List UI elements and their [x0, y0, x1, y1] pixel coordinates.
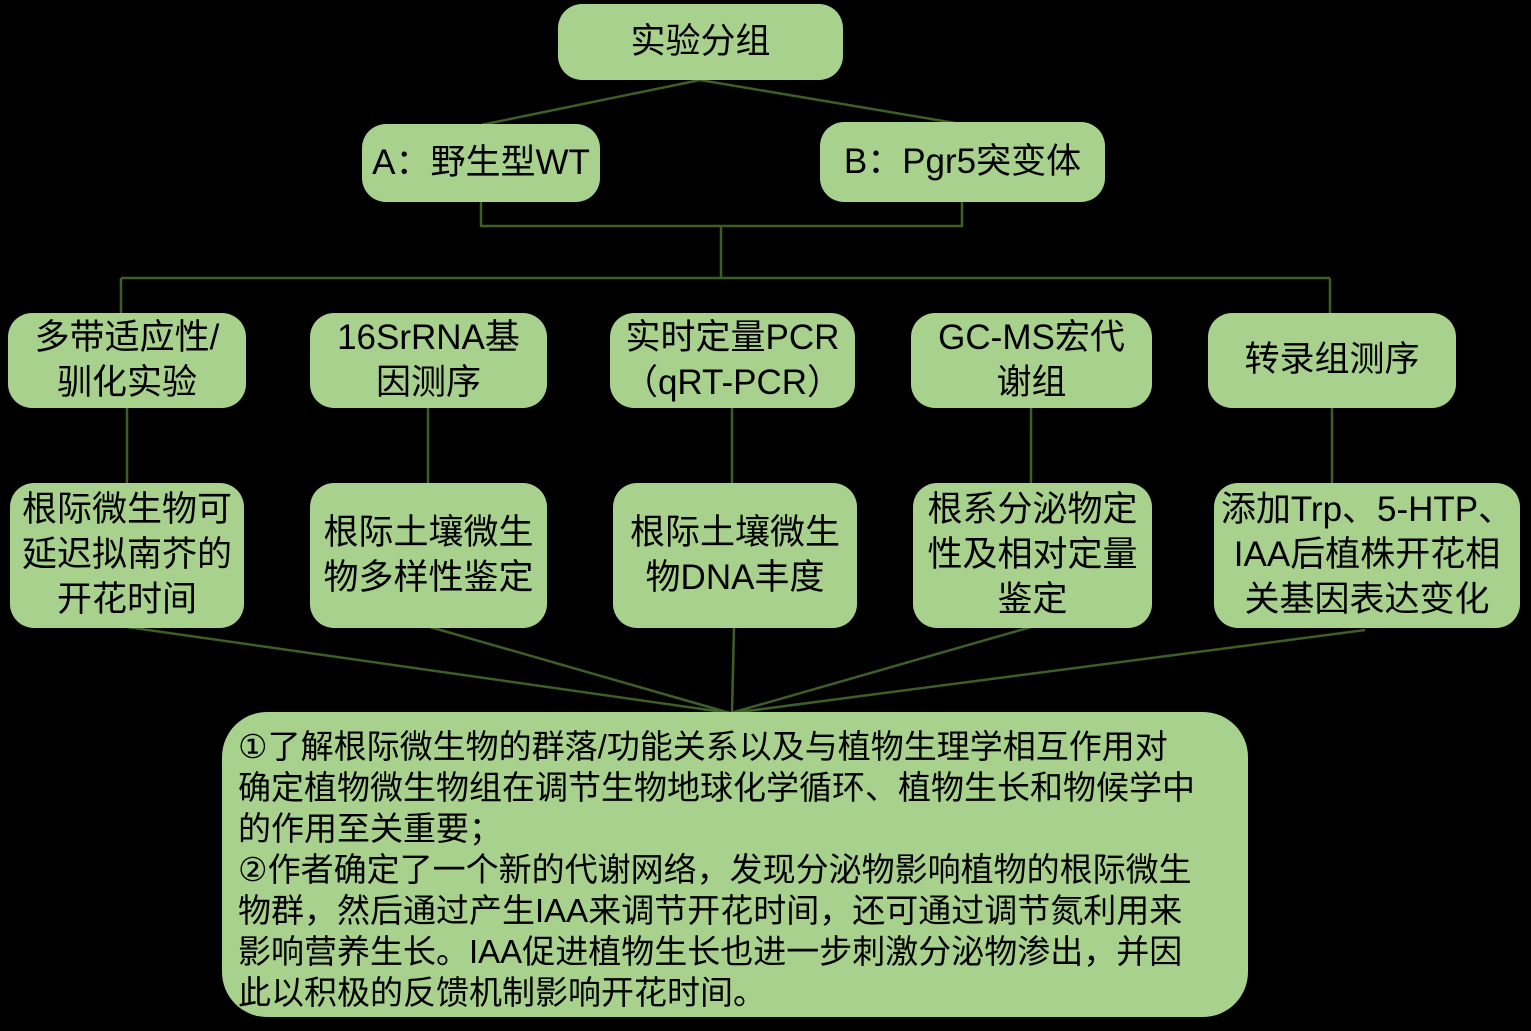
node-label-line: 物DNA丰度 — [645, 557, 825, 597]
node-experiment-grouping: 实验分组 — [558, 4, 843, 80]
node-label-line: 因测序 — [375, 362, 481, 402]
conclusion-line: 确定植物微生物组在调节生物地球化学循环、植物生长和物候学中 — [238, 769, 1195, 806]
node-label-line: 鉴定 — [997, 579, 1068, 619]
node-label: 实验分组 — [630, 21, 771, 61]
node-label-line: 开花时间 — [56, 579, 197, 619]
connector-result5-conclusion — [731, 628, 1366, 715]
node-label-line: 根系分泌物定 — [927, 490, 1138, 530]
conclusion-line: 影响营养生长。IAA促进植物生长也进一步刺激分泌物渗出，并因 — [238, 933, 1183, 970]
node-label-line: 根际土壤微生 — [323, 512, 534, 552]
node-label-line: GC-MS宏代 — [938, 317, 1125, 357]
node-label-line: 多带适应性/ — [34, 317, 220, 357]
connector-result1-conclusion — [126, 625, 731, 715]
conclusion-line: ①了解根际微生物的群落/功能关系以及与植物生理学相互作用对 — [238, 728, 1168, 765]
node-label-line: IAA后植株开花相 — [1233, 535, 1501, 575]
node-label-line: 物多样性鉴定 — [323, 557, 534, 597]
node-method-qrt-pcr: 实时定量PCR （qRT-PCR） — [610, 313, 855, 408]
node-method-gc-ms-metabolome: GC-MS宏代 谢组 — [911, 313, 1152, 408]
node-label-line: 性及相对定量 — [927, 535, 1138, 575]
node-label-line: 实时定量PCR — [625, 317, 840, 357]
node-label-line: 转录组测序 — [1244, 340, 1420, 380]
node-label-line: 添加Trp、5-HTP、 — [1220, 490, 1514, 530]
node-label-line: 关基因表达变化 — [1244, 579, 1490, 619]
conclusion-line: 的作用至关重要； — [238, 810, 502, 847]
node-result-exudate-identification: 根系分泌物定 性及相对定量 鉴定 — [913, 483, 1152, 628]
node-label: B：Pgr5突变体 — [843, 141, 1082, 181]
connector-root-to-group-b — [699, 78, 962, 126]
conclusion-line: 此以积极的反馈机制影响开花时间。 — [238, 974, 766, 1011]
node-group-a-wild-type: A：野生型WT — [362, 124, 600, 202]
node-result-dna-abundance: 根际土壤微生 物DNA丰度 — [613, 483, 857, 628]
connector-result3-conclusion — [730, 626, 736, 714]
conclusion-line: 物群，然后通过产生IAA来调节开花时间，还可通过调节氮利用来 — [238, 892, 1183, 929]
node-conclusion: ①了解根际微生物的群落/功能关系以及与植物生理学相互作用对 确定植物微生物组在调… — [222, 712, 1248, 1017]
connector-result2-conclusion — [429, 625, 731, 715]
node-label-line: 谢组 — [996, 362, 1067, 402]
node-label-line: 驯化实验 — [56, 362, 197, 402]
conclusion-line: ②作者确定了一个新的代谢网络，发现分泌物影响植物的根际微生 — [238, 851, 1192, 888]
node-result-microbe-diversity: 根际土壤微生 物多样性鉴定 — [310, 483, 547, 628]
connector-root-to-group-a — [480, 78, 701, 127]
node-method-16srrna-sequencing: 16SrRNA基 因测序 — [310, 313, 547, 408]
node-method-transcriptome-sequencing: 转录组测序 — [1208, 313, 1456, 408]
node-result-gene-expression-change: 添加Trp、5-HTP、 IAA后植株开花相 关基因表达变化 — [1214, 483, 1520, 628]
node-method-adaptation-domestication: 多带适应性/ 驯化实验 — [8, 313, 246, 408]
node-label-line: 根际土壤微生 — [629, 512, 840, 552]
node-label: A：野生型WT — [372, 142, 590, 182]
node-label-line: 16SrRNA基 — [337, 317, 520, 357]
node-label-line: （qRT-PCR） — [622, 362, 843, 402]
node-label-line: 延迟拟南芥的 — [21, 535, 232, 575]
node-label-line: 根际微生物可 — [21, 490, 232, 530]
node-group-b-pgr5-mutant: B：Pgr5突变体 — [820, 122, 1105, 202]
node-result-flowering-delay: 根际微生物可 延迟拟南芥的 开花时间 — [10, 483, 244, 628]
connector-result4-conclusion — [730, 625, 1032, 715]
